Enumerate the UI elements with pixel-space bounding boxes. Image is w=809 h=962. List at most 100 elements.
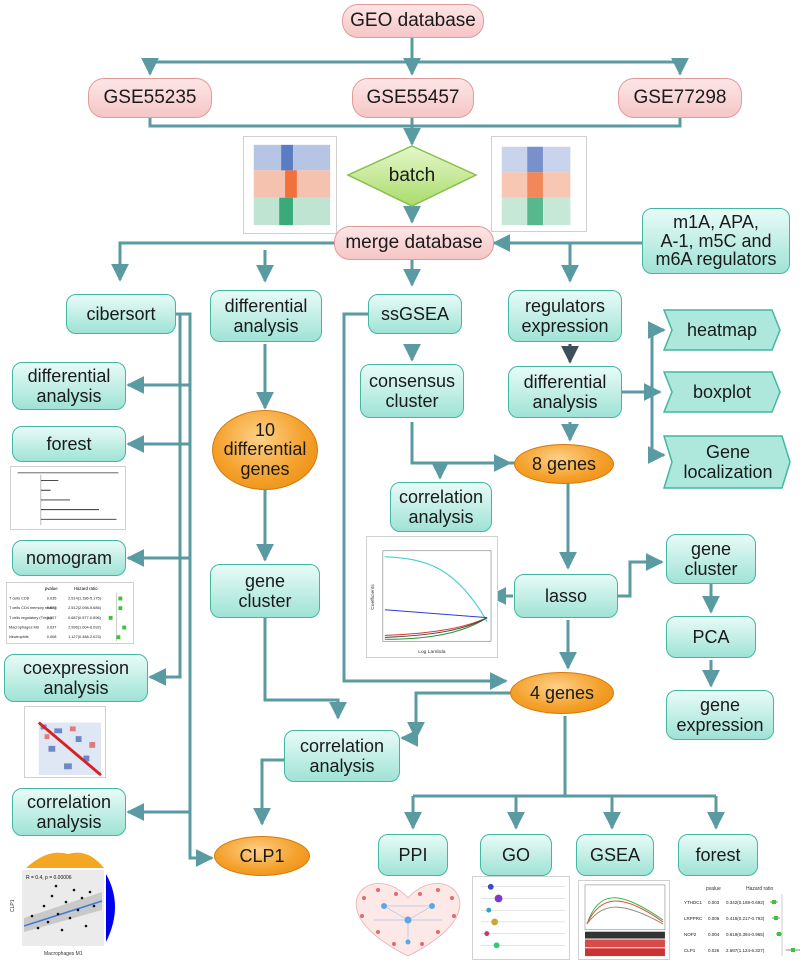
differential-analysis-line: differential: [523, 371, 607, 392]
gene-localization-node: Gene localization: [672, 436, 784, 488]
nomogram-row-hr: 1.127(0.488-2.023): [68, 634, 102, 639]
gene-cluster-mid-node: gene cluster: [210, 564, 320, 618]
correlation-line: analysis: [408, 507, 474, 527]
nomogram-row-hr: 0.687(0.577-0.896): [68, 615, 102, 620]
ppi-node: PPI: [378, 834, 448, 876]
gene-expression-node: gene expression: [666, 690, 774, 740]
lasso-label: lasso: [544, 585, 588, 606]
forest-right-node: forest: [678, 834, 758, 876]
correlation-analysis-mid-node: correlation analysis: [390, 482, 492, 532]
nomogram-row-label: Neutrophils: [9, 634, 29, 639]
forest-row-pvalue: 0.026: [708, 948, 720, 953]
gene-cluster-line: cluster: [238, 591, 292, 611]
consensus-line: consensus: [368, 370, 456, 391]
forest-row-hr: 0.619(0.394-0.965): [726, 932, 765, 937]
gene-expression-line: gene: [699, 694, 741, 715]
eight-genes-label: 8 genes: [531, 453, 597, 474]
forest-row-pvalue: 0.003: [708, 900, 720, 905]
differential-analysis-line: differential: [27, 365, 111, 386]
differential-analysis-line: analysis: [532, 392, 598, 412]
lasso-ylabel: Coefficients: [370, 584, 376, 610]
nomogram-row-label: Macrophages M0: [9, 624, 39, 629]
regulators-expression-line: regulators: [524, 295, 606, 316]
nomogram-row-hr: 2.512(2.098-5.686): [68, 605, 102, 610]
ten-differential-genes-node: 10 differential genes: [212, 410, 318, 490]
clp1-label: CLP1: [239, 845, 285, 866]
differential-analysis-col2-node: differential analysis: [210, 290, 322, 342]
nomogram-table-thumb: pvalue Hazard ratio T cells CD8 0.035 2.…: [6, 582, 134, 644]
forest-table-right-thumb: pvalue Hazard ratio YTHDC1 0.003 0.342(0…: [682, 880, 806, 960]
coexpression-analysis-node: coexpression analysis: [4, 654, 148, 702]
regulators-expression-node: regulators expression: [508, 290, 622, 342]
forest-pvalue-header: pvalue: [706, 886, 721, 892]
nomogram-row-pvalue: 0.027: [47, 605, 57, 610]
ssgsea-node: ssGSEA: [368, 294, 462, 334]
correlation-line: correlation: [398, 486, 484, 507]
gene-cluster-line: gene: [244, 570, 286, 591]
ssgsea-label: ssGSEA: [380, 303, 450, 324]
merge-database-node: merge database: [334, 226, 494, 260]
scatter-ylabel: CLP1: [10, 899, 16, 912]
scatter-xlabel: Macrophages M1: [44, 951, 83, 957]
boxplot-node: boxplot: [672, 372, 772, 412]
nomogram-row-label: T cells CD4 memory resting: [9, 605, 57, 610]
batch-diamond: [346, 145, 478, 207]
batch-label: batch: [388, 165, 436, 187]
differential-analysis-line: differential: [224, 295, 308, 316]
nomogram-pvalue-header: pvalue: [45, 586, 58, 591]
differential-analysis-line: analysis: [36, 386, 102, 406]
consensus-cluster-node: consensus cluster: [360, 364, 464, 418]
correlation-line: correlation: [26, 791, 112, 812]
eight-genes-node: 8 genes: [514, 444, 614, 484]
nomogram-hr-header: Hazard ratio: [74, 586, 98, 591]
forest-row-hr: 0.342(0.169-0.692): [726, 900, 765, 905]
forest-row-gene: CLP1: [684, 948, 696, 953]
forest-left-node: forest: [12, 426, 126, 462]
four-genes-label: 4 genes: [529, 682, 595, 703]
coexpression-heatmap-thumb: [24, 706, 106, 778]
four-genes-node: 4 genes: [510, 672, 614, 714]
gsea-node: GSEA: [576, 834, 654, 876]
correlation-line: correlation: [299, 735, 385, 756]
batch-right-heatmap-thumb: [491, 136, 587, 232]
gene-localization-line: localization: [683, 462, 773, 482]
go-node: GO: [480, 834, 552, 876]
regulators-list-line: m1A, APA,: [673, 211, 759, 232]
lasso-plot-thumb: Log Lambda Coefficients: [366, 536, 498, 658]
forest-row-gene: YTHDC1: [684, 900, 702, 905]
boxplot-tag: [662, 371, 781, 413]
gsea-plot-thumb: [578, 880, 670, 960]
gene-localization-tag: [662, 435, 791, 489]
geo-database-node: GEO database: [342, 4, 484, 38]
heatmap-node: heatmap: [672, 310, 772, 350]
nomogram-row-pvalue: 0.035: [47, 595, 57, 600]
forest-hr-header: Hazard ratio: [746, 886, 773, 892]
gene-localization-line: Gene: [705, 441, 751, 462]
coexpression-line: analysis: [43, 678, 109, 698]
ppi-network-thumb: [344, 876, 472, 960]
batch-node: batch: [368, 158, 456, 194]
forest-plot-left-thumb: [10, 466, 126, 530]
ten-genes-line: genes: [240, 458, 290, 479]
heatmap-label: heatmap: [686, 319, 758, 340]
nomogram-label: nomogram: [25, 547, 113, 568]
forest-row-pvalue: 0.006: [708, 916, 720, 921]
gsea-label: GSEA: [589, 844, 641, 865]
correlation-analysis-left-node: correlation analysis: [12, 788, 126, 836]
correlation-analysis-center-node: correlation analysis: [284, 730, 400, 782]
differential-analysis-left-node: differential analysis: [12, 362, 126, 410]
ten-genes-line: differential: [223, 439, 307, 460]
ten-genes-line: 10: [254, 419, 276, 440]
gse55235-label: GSE55235: [103, 87, 197, 109]
pca-label: PCA: [692, 626, 730, 647]
regulators-expression-line: expression: [521, 316, 609, 336]
nomogram-node: nomogram: [12, 540, 126, 576]
nomogram-row-hr: 2.514(1.186-5.175): [68, 595, 102, 600]
go-enrichment-thumb: [472, 876, 570, 960]
forest-row-hr: 0.415(0.217-0.793): [726, 916, 765, 921]
gse55457-label: GSE55457: [366, 87, 460, 109]
gene-cluster-line: gene: [690, 538, 732, 559]
regulators-list-line: m6A regulators: [655, 249, 777, 270]
gse55457-node: GSE55457: [352, 78, 474, 118]
